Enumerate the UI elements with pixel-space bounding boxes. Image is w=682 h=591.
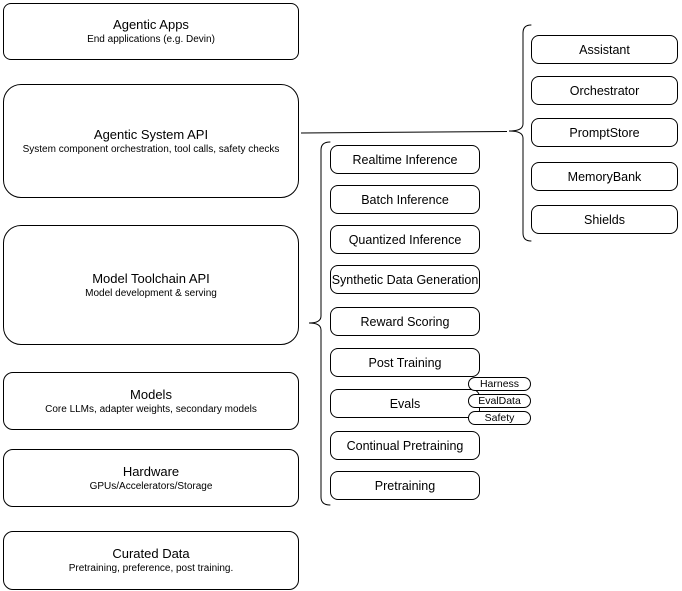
eval-tag-label: Harness: [479, 378, 520, 390]
components-brace: [508, 24, 532, 242]
toolchain-item-batch-inference[interactable]: Batch Inference: [330, 185, 480, 214]
toolchain-item-pretraining[interactable]: Pretraining: [330, 471, 480, 500]
toolchain-item-label: Realtime Inference: [352, 152, 458, 167]
component-assistant[interactable]: Assistant: [531, 35, 678, 64]
toolchain-item-label: Evals: [389, 396, 421, 411]
node-subtitle: Pretraining, preference, post training.: [68, 563, 234, 574]
node-title: Model Toolchain API: [92, 270, 210, 286]
component-label: Assistant: [579, 42, 630, 57]
node-model-toolchain-api[interactable]: Model Toolchain API Model development & …: [3, 225, 299, 345]
component-promptstore[interactable]: PromptStore: [531, 118, 678, 147]
node-title: Models: [130, 386, 172, 402]
node-subtitle: System component orchestration, tool cal…: [22, 143, 280, 155]
toolchain-item-reward-scoring[interactable]: Reward Scoring: [330, 307, 480, 336]
toolchain-item-evals[interactable]: Evals: [330, 389, 480, 418]
node-agentic-apps[interactable]: Agentic Apps End applications (e.g. Devi…: [3, 3, 299, 60]
node-title: Curated Data: [112, 546, 190, 561]
toolchain-item-quantized-inference[interactable]: Quantized Inference: [330, 225, 480, 254]
component-label: PromptStore: [569, 125, 640, 140]
toolchain-item-label: Post Training: [368, 355, 442, 370]
node-title: Agentic Apps: [113, 17, 189, 32]
toolchain-brace: [308, 141, 331, 506]
toolchain-item-synthetic-data-generation[interactable]: Synthetic Data Generation: [330, 265, 480, 294]
component-label: Orchestrator: [569, 83, 640, 98]
eval-tag-harness[interactable]: Harness: [468, 377, 531, 391]
node-curated-data[interactable]: Curated Data Pretraining, preference, po…: [3, 531, 299, 590]
toolchain-item-label: Reward Scoring: [360, 314, 450, 329]
eval-tag-evaldata[interactable]: EvalData: [468, 394, 531, 408]
toolchain-item-continual-pretraining[interactable]: Continual Pretraining: [330, 431, 480, 460]
toolchain-item-label: Batch Inference: [361, 192, 449, 207]
node-subtitle: GPUs/Accelerators/Storage: [89, 480, 213, 492]
node-subtitle: Core LLMs, adapter weights, secondary mo…: [45, 403, 257, 415]
toolchain-item-label: Continual Pretraining: [346, 438, 464, 453]
toolchain-item-label: Pretraining: [374, 478, 436, 493]
eval-tag-label: Safety: [484, 412, 515, 424]
component-label: Shields: [584, 212, 625, 227]
node-subtitle: Model development & serving: [85, 287, 217, 299]
eval-tag-safety[interactable]: Safety: [468, 411, 531, 425]
node-title: Agentic System API: [93, 126, 209, 142]
toolchain-item-realtime-inference[interactable]: Realtime Inference: [330, 145, 480, 174]
node-models[interactable]: Models Core LLMs, adapter weights, secon…: [3, 372, 299, 430]
system-api-connector-line: [300, 131, 508, 134]
node-agentic-system-api[interactable]: Agentic System API System component orch…: [3, 84, 299, 198]
toolchain-item-label: Quantized Inference: [348, 232, 462, 247]
node-subtitle: End applications (e.g. Devin): [87, 34, 215, 45]
component-shields[interactable]: Shields: [531, 205, 678, 234]
component-label: MemoryBank: [567, 169, 642, 184]
component-orchestrator[interactable]: Orchestrator: [531, 76, 678, 105]
eval-tag-label: EvalData: [478, 395, 521, 407]
toolchain-item-label: Synthetic Data Generation: [331, 272, 479, 287]
node-hardware[interactable]: Hardware GPUs/Accelerators/Storage: [3, 449, 299, 507]
toolchain-item-post-training[interactable]: Post Training: [330, 348, 480, 377]
component-memorybank[interactable]: MemoryBank: [531, 162, 678, 191]
node-title: Hardware: [122, 463, 180, 479]
